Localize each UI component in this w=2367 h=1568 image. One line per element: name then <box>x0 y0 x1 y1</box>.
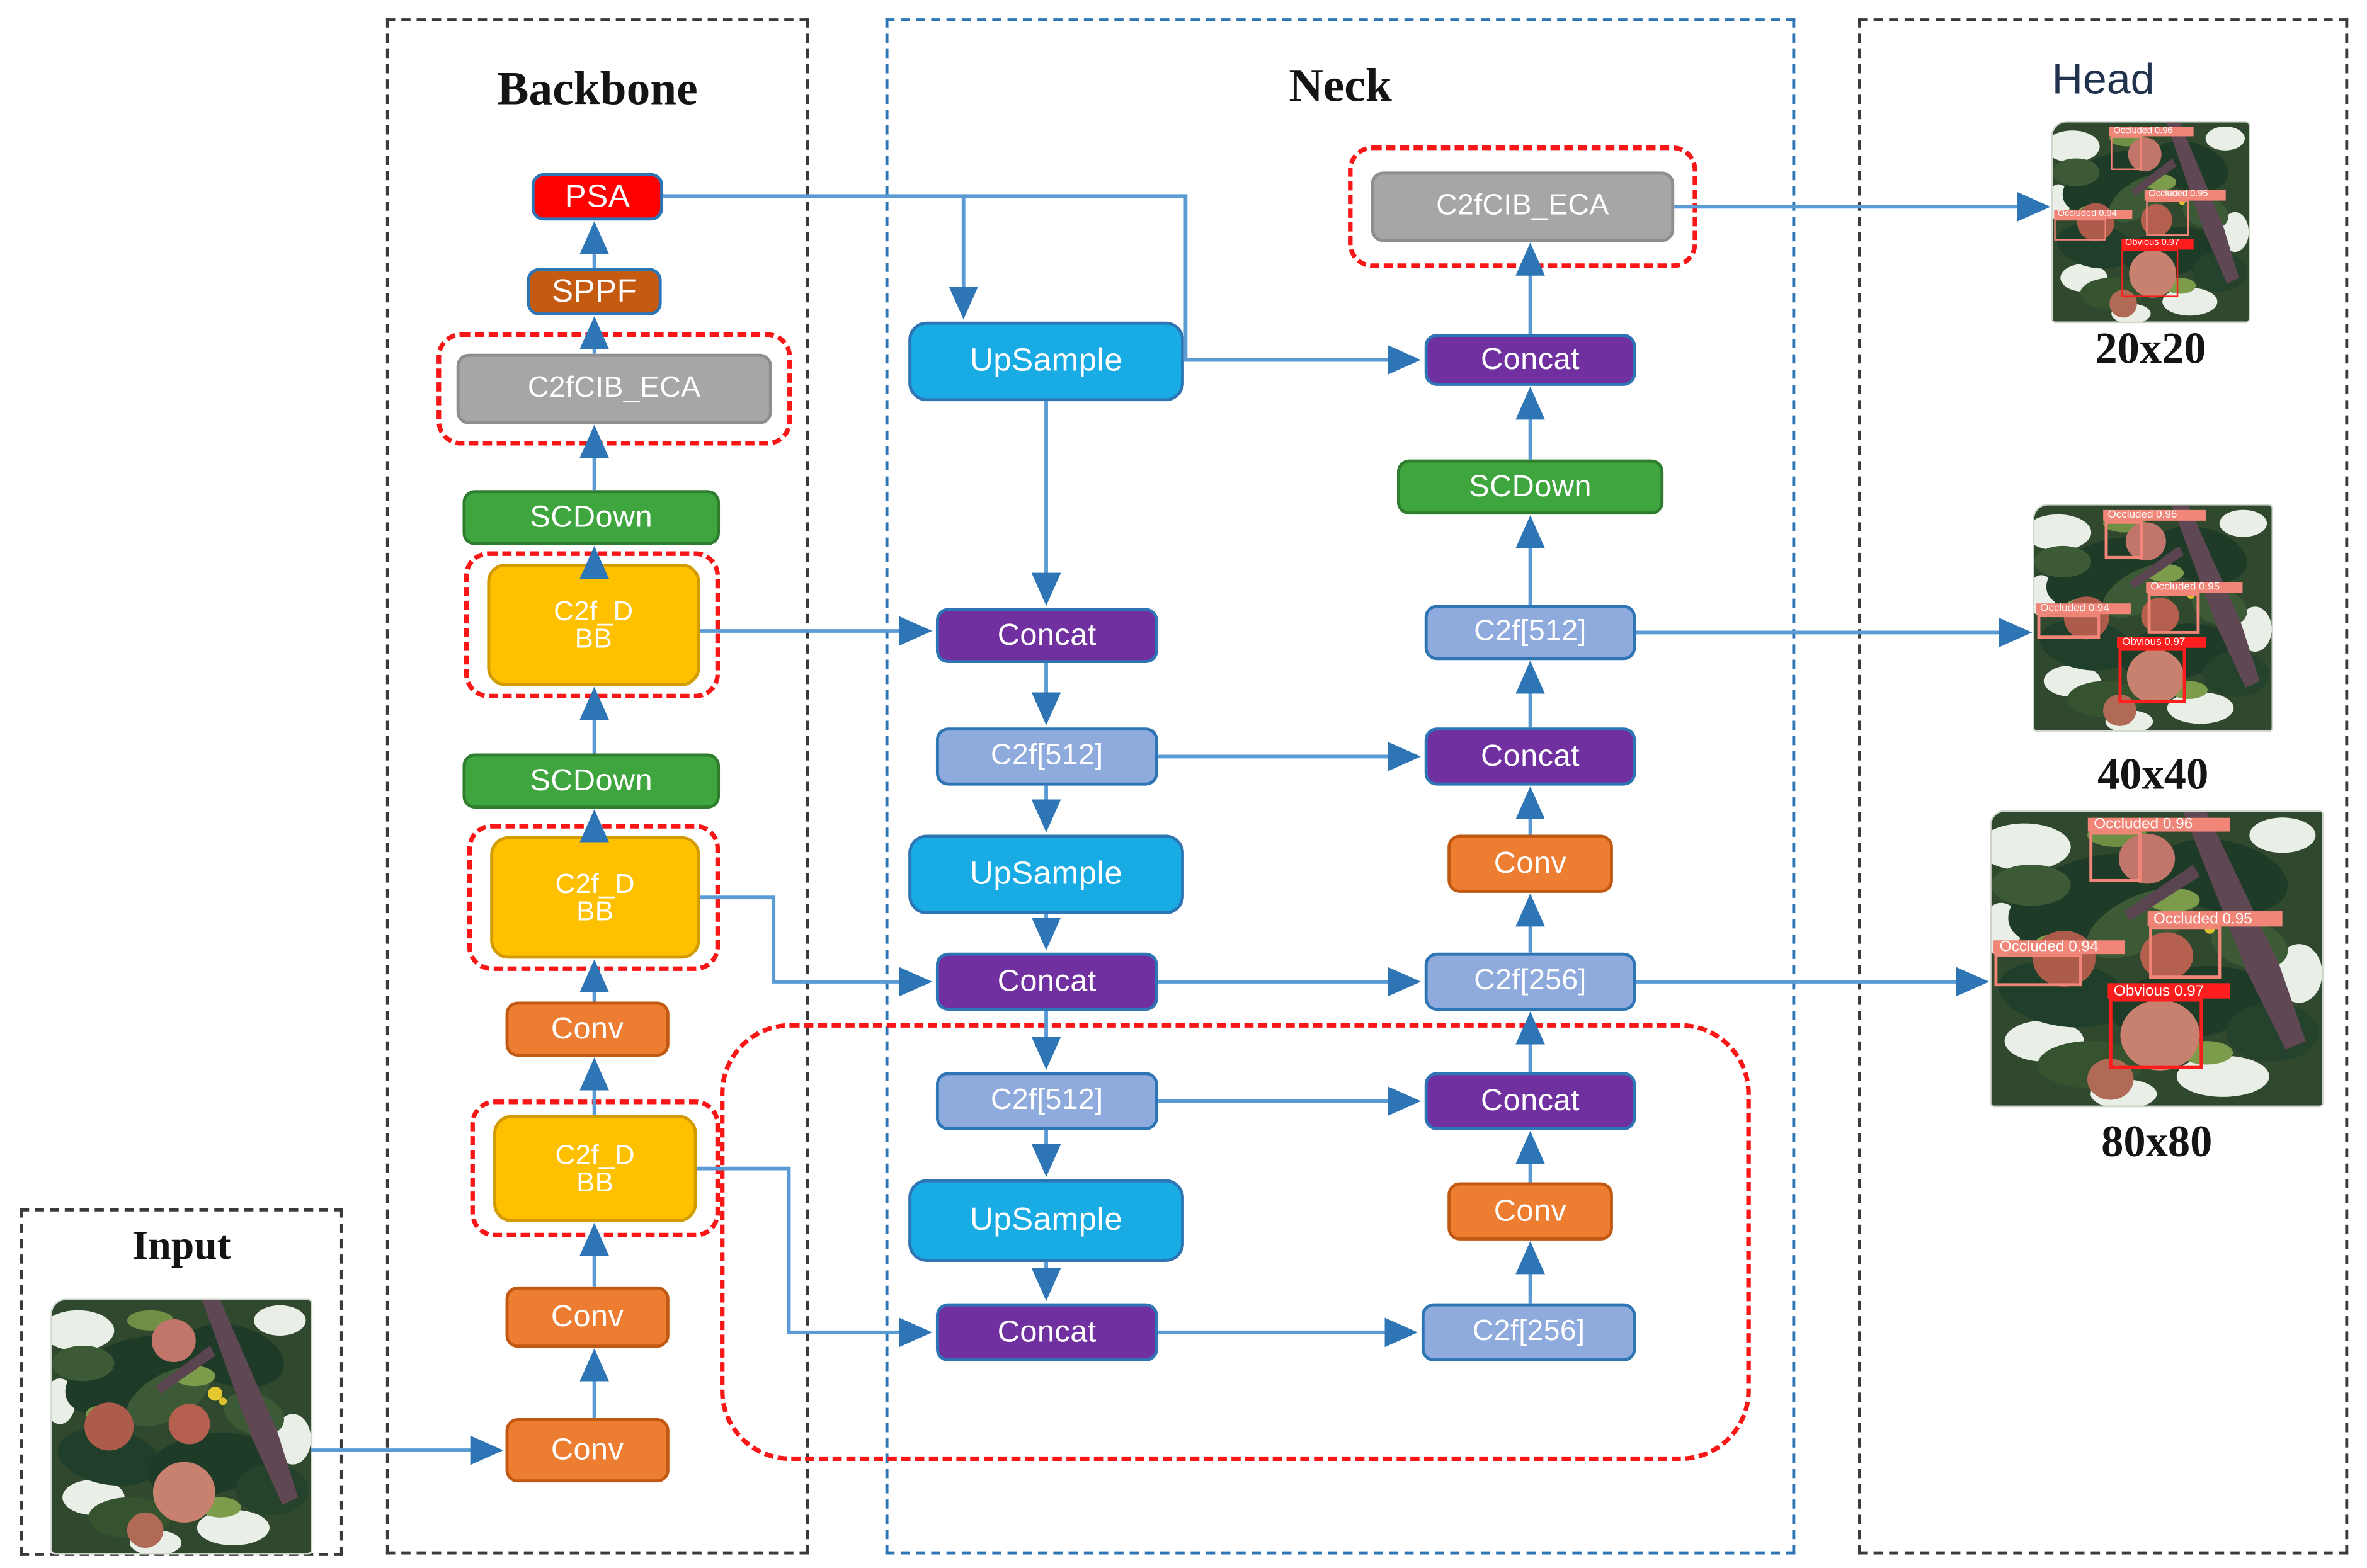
neck-c2f256-1: C2f[256] <box>1424 952 1636 1011</box>
head-image-40x40: Occluded 0.96 Occluded 0.95 Occluded 0.9… <box>2034 506 2272 731</box>
detection-box <box>2054 219 2107 241</box>
detection-label: Occluded 0.96 <box>2087 817 2230 832</box>
head-scale-40x40: 40x40 <box>2097 750 2209 800</box>
head-scale-20x20: 20x20 <box>2095 324 2206 374</box>
detection-label: Occluded 0.94 <box>2035 603 2131 615</box>
detection-label: Occluded 0.95 <box>2145 190 2225 200</box>
detection-box <box>2104 521 2143 560</box>
detection-box <box>2148 926 2222 980</box>
detection-label: Occluded 0.94 <box>1993 940 2126 955</box>
detection-label: Obvious 0.97 <box>2117 637 2206 649</box>
detection-label: Obvious 0.97 <box>2121 239 2194 249</box>
neck-upsample-3: UpSample <box>908 1179 1184 1262</box>
detection-box <box>2118 648 2186 703</box>
neck-scdown: SCDown <box>1396 459 1664 515</box>
detection-box <box>2109 998 2203 1069</box>
neck-c2f512-2: C2f[512] <box>935 1072 1158 1130</box>
detection-box <box>1994 954 2083 987</box>
input-image <box>52 1300 311 1553</box>
neck-concat-2: Concat <box>935 952 1158 1011</box>
detection-box <box>2145 200 2189 236</box>
input-frame <box>20 1208 343 1556</box>
neck-c2f512-3: C2f[512] <box>1424 605 1636 661</box>
backbone-c2fcib-eca: C2fCIB_ECA <box>456 353 772 424</box>
backbone-psa: PSA <box>531 173 664 221</box>
head-image-80x80: Occluded 0.96 Occluded 0.95 Occluded 0.9… <box>1992 812 2322 1106</box>
backbone-scdown-2: SCDown <box>462 753 721 809</box>
neck-c2fcib-eca: C2fCIB_ECA <box>1371 171 1675 242</box>
neck-c2f256-2: C2f[256] <box>1421 1303 1636 1362</box>
detection-box <box>2089 832 2142 882</box>
detection-label: Occluded 0.95 <box>2147 911 2283 927</box>
head-frame <box>1858 18 2349 1555</box>
neck-concat-1: Concat <box>935 608 1158 664</box>
detection-box <box>2110 136 2142 171</box>
backbone-conv-3: Conv <box>505 1418 670 1483</box>
neck-conv-2: Conv <box>1447 1182 1613 1241</box>
backbone-scdown-1: SCDown <box>462 490 721 545</box>
backbone-frame <box>385 18 809 1555</box>
backbone-eca-highlight <box>436 332 792 446</box>
head-title: Head <box>2051 55 2155 103</box>
backbone-conv-2: Conv <box>505 1286 670 1348</box>
neck-conv-1: Conv <box>1447 834 1613 893</box>
neck-concat-5: Concat <box>1424 727 1636 786</box>
detection-label: Occluded 0.95 <box>2145 582 2244 593</box>
neck-concat-3: Concat <box>935 1303 1158 1362</box>
neck-title: Neck <box>1289 58 1392 112</box>
neck-concat-6: Concat <box>1424 1072 1636 1130</box>
neck-frame <box>885 18 1796 1555</box>
neck-concat-4: Concat <box>1424 334 1636 386</box>
detection-box <box>2036 614 2100 640</box>
detection-label: Occluded 0.96 <box>2102 509 2206 521</box>
detection-box <box>2122 249 2179 297</box>
backbone-conv-1: Conv <box>505 1001 670 1057</box>
backbone-sppf: SPPF <box>527 268 662 315</box>
detection-box <box>2147 593 2199 634</box>
detection-label: Obvious 0.97 <box>2107 984 2230 999</box>
neck-upsample-2: UpSample <box>908 834 1184 914</box>
backbone-title: Backbone <box>497 61 698 115</box>
detection-label: Occluded 0.94 <box>2053 209 2132 219</box>
neck-c2f512-1: C2f[512] <box>935 727 1158 786</box>
neck-upsample-1: UpSample <box>908 321 1184 402</box>
input-title: Input <box>132 1222 231 1268</box>
detection-label: Occluded 0.96 <box>2109 126 2194 137</box>
head-scale-80x80: 80x80 <box>2101 1118 2213 1167</box>
head-image-20x20: Occluded 0.96 Occluded 0.95 Occluded 0.9… <box>2053 123 2249 322</box>
